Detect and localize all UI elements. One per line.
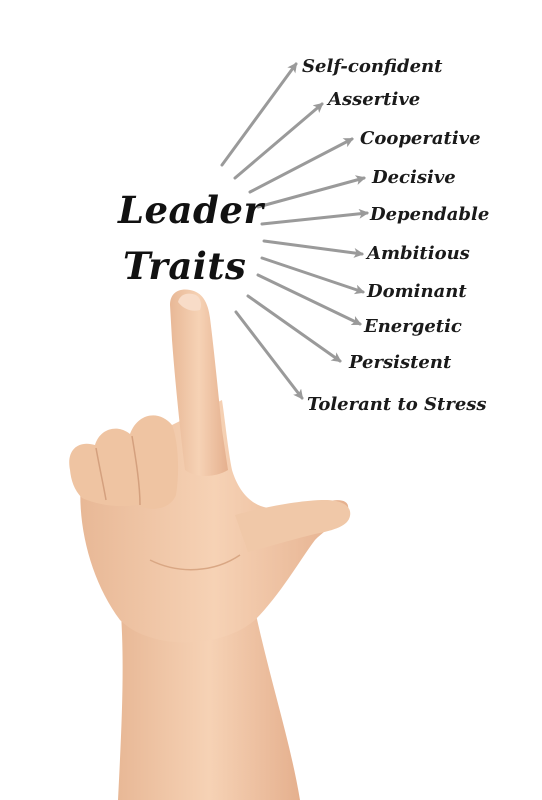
arrow-icon [246,294,342,363]
arrows [220,62,369,400]
pointing-hand-icon [69,289,351,800]
arrow-icon [256,273,362,326]
index-finger [170,289,228,476]
trait-dominant: Dominant [367,281,467,302]
arrow-icon [260,256,365,295]
arrow-icon [260,208,369,226]
trait-energetic: Energetic [364,316,462,337]
thumb [235,500,351,552]
arrow-icon [248,137,354,194]
arrow-icon [220,62,298,167]
arrow-icon [262,239,364,258]
palm-crease [149,554,241,571]
forearm [118,600,300,800]
trait-tolerant-to-stress: Tolerant to Stress [307,394,487,415]
trait-dependable: Dependable [370,204,490,225]
fingernail [178,293,201,311]
trait-assertive: Assertive [328,89,421,110]
curled-fingers [69,415,179,509]
trait-decisive: Decisive [372,167,456,188]
title-traits: Traits [123,244,247,288]
arrow-icon [234,310,304,400]
finger-crease-1 [95,447,107,501]
trait-self-confident: Self-confident [302,56,443,77]
finger-crease-2 [131,435,141,506]
trait-cooperative: Cooperative [360,128,481,149]
title-leader: Leader [118,188,264,232]
arrow-icon [233,102,324,180]
arrow-icon [256,175,366,209]
trait-persistent: Persistent [349,352,452,373]
trait-ambitious: Ambitious [367,243,470,264]
